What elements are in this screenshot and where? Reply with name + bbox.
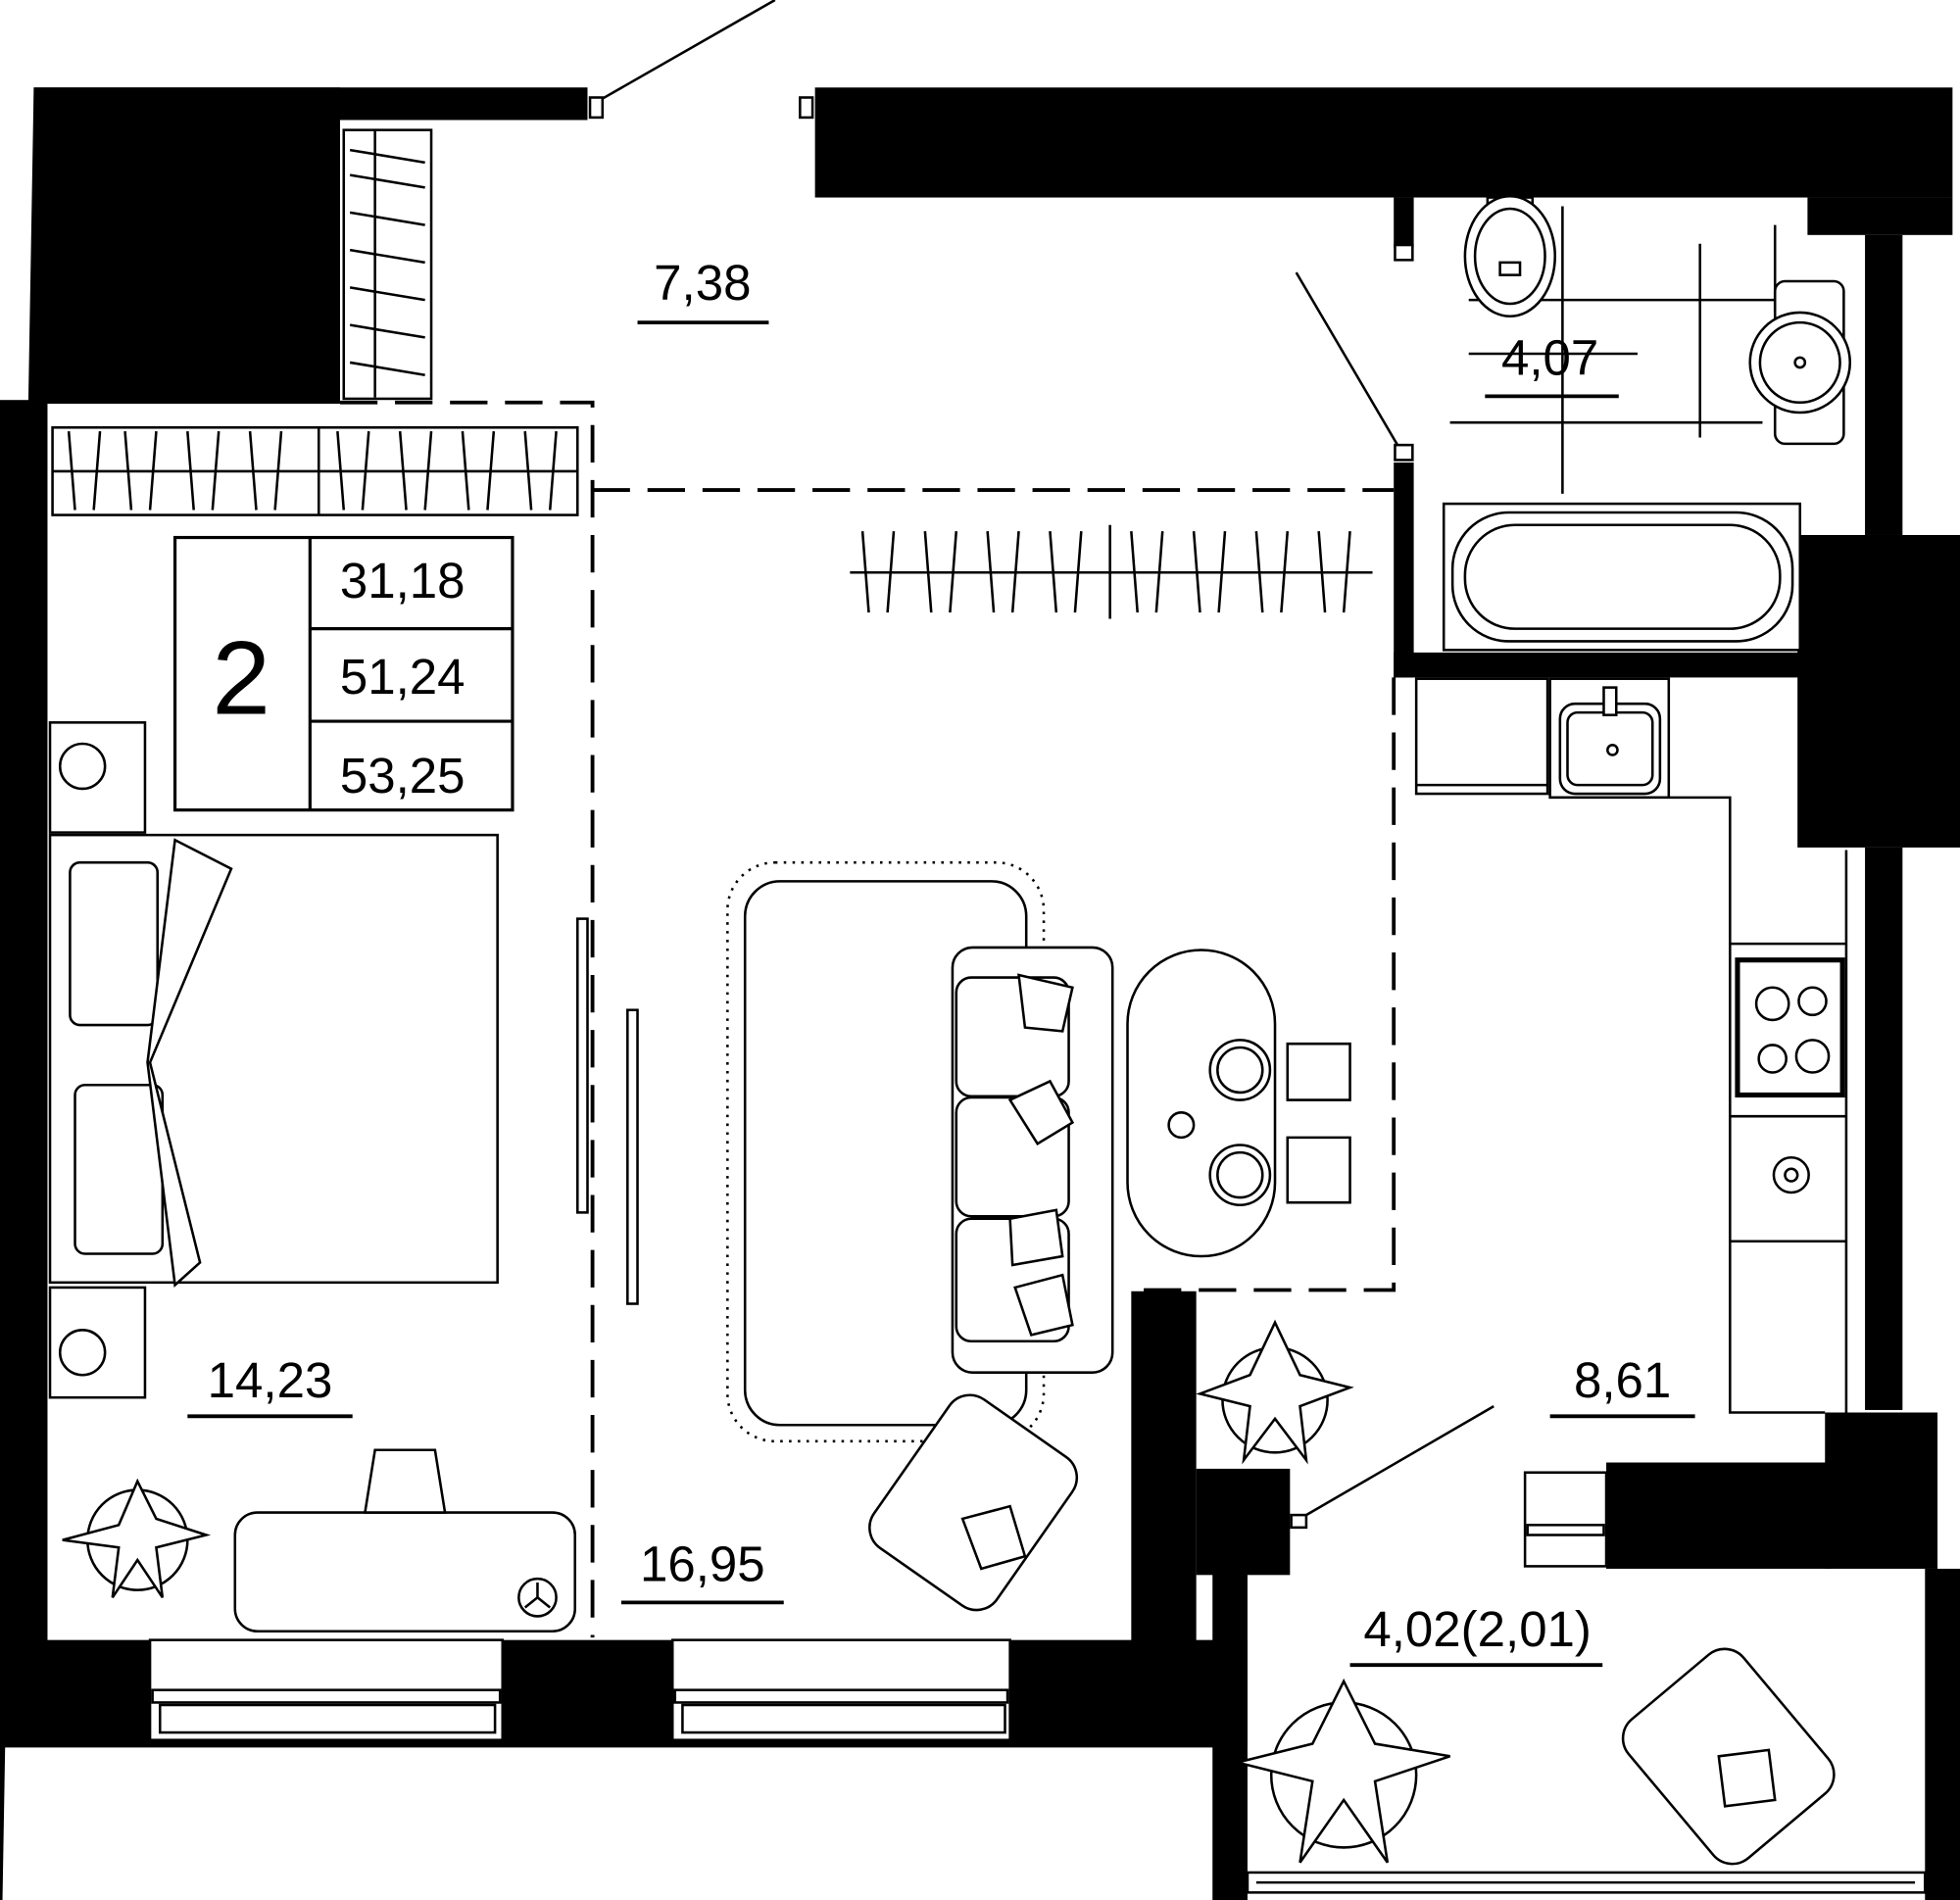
wall-left xyxy=(0,400,48,1688)
wardrobe-living xyxy=(850,524,1373,619)
bathroom-area-label: 4,07 xyxy=(1501,330,1598,386)
living-room-area-label: 16,95 xyxy=(640,1536,765,1592)
wall-balcony-left xyxy=(1212,1568,1248,1900)
wall-bottom-left xyxy=(0,1639,151,1743)
wall-right-column xyxy=(1865,234,1903,535)
kitchen-sink xyxy=(1548,677,1671,800)
toilet xyxy=(1463,195,1557,318)
wall-bath-left xyxy=(1394,462,1414,678)
wardrobe-hallway xyxy=(342,128,433,401)
wall-bath-bottom xyxy=(1394,652,1800,678)
wall-kitchen-balcony xyxy=(1606,1462,1832,1569)
total-area-with-balcony-value: 53,25 xyxy=(340,748,466,804)
bathroom-door-jamb xyxy=(1394,443,1414,462)
window-bedroom xyxy=(148,1638,505,1741)
living-furniture xyxy=(576,860,1351,1612)
nightstand-left-bottom xyxy=(48,1286,147,1399)
room-labels: 7,38 4,07 14,23 16,95 8,61 4,02(2,01) xyxy=(187,255,1695,1668)
balcony-furniture xyxy=(1237,1647,1836,1866)
wall-left-column xyxy=(33,87,340,403)
kitchen-counter xyxy=(1549,796,1848,1414)
wall-bath-left-stub xyxy=(1394,197,1414,248)
zone-boundaries xyxy=(339,400,1396,1638)
nightstand-left-top xyxy=(48,721,147,834)
armchair-balcony xyxy=(1621,1647,1836,1866)
plant-kitchen xyxy=(1196,1319,1354,1465)
double-bed xyxy=(48,833,499,1288)
bedroom-boundary xyxy=(339,400,595,1638)
wall-right-block xyxy=(1797,534,1960,848)
kitchen-area-label: 8,61 xyxy=(1574,1352,1671,1408)
bathroom-fixtures xyxy=(1442,195,1852,652)
wall-balcony-left-top xyxy=(1196,1468,1291,1576)
window-balcony xyxy=(1246,1871,1927,1894)
desk-chair xyxy=(363,1448,447,1514)
plant-bedroom xyxy=(62,1478,212,1598)
wall-top-right xyxy=(814,87,1953,198)
window-kitchen xyxy=(1523,1471,1608,1568)
bedroom-area-label: 14,23 xyxy=(208,1352,333,1408)
entrance-door-jamb-right xyxy=(799,96,814,120)
bathroom-door-leaf xyxy=(1295,271,1399,446)
bedroom-furniture xyxy=(48,721,577,1633)
fridge xyxy=(1414,677,1549,796)
balcony-area-label: 4,02(2,01) xyxy=(1363,1601,1592,1657)
living-area-value: 31,18 xyxy=(340,553,466,609)
washbasin xyxy=(1748,279,1852,446)
bathtub xyxy=(1442,502,1802,652)
wall-bottom-mid xyxy=(502,1639,673,1743)
balcony-door-jamb xyxy=(1290,1513,1308,1530)
armchair-living xyxy=(868,1393,1079,1612)
sofa xyxy=(951,946,1114,1374)
walls xyxy=(0,87,1960,1900)
kitchen-boundary xyxy=(1137,677,1396,1292)
hallway-area-label: 7,38 xyxy=(654,255,751,311)
dining-chairs xyxy=(1286,1042,1351,1204)
entrance-door-leaf xyxy=(599,0,776,102)
bathroom-door-jamb-top xyxy=(1394,243,1414,262)
cooktop xyxy=(1735,957,1845,1098)
kitchen-fixtures xyxy=(1414,677,1848,1414)
plant-balcony xyxy=(1237,1678,1450,1864)
wall-partition xyxy=(1131,1291,1197,1681)
windows xyxy=(148,1471,1927,1894)
wall-right-lower xyxy=(1825,1412,1938,1569)
desk xyxy=(233,1511,577,1633)
kettle xyxy=(1772,1155,1810,1194)
wall-balcony-right xyxy=(1925,1568,1960,1900)
wall-bottom-right xyxy=(1009,1639,1248,1743)
entrance-door-jamb-left xyxy=(588,96,605,120)
doors xyxy=(588,0,1494,1530)
balcony-door-leaf xyxy=(1305,1405,1494,1517)
dining-table xyxy=(1126,949,1277,1258)
window-living xyxy=(670,1638,1011,1741)
tv-stand xyxy=(576,917,639,1305)
rooms-count: 2 xyxy=(212,618,270,736)
wall-right-upper xyxy=(1807,197,1953,235)
summary-table: 2 31,18 51,24 53,25 xyxy=(172,535,514,812)
total-area-value: 51,24 xyxy=(340,649,466,705)
wardrobe-bedroom xyxy=(51,425,579,516)
wall-right-mid xyxy=(1865,847,1903,1410)
